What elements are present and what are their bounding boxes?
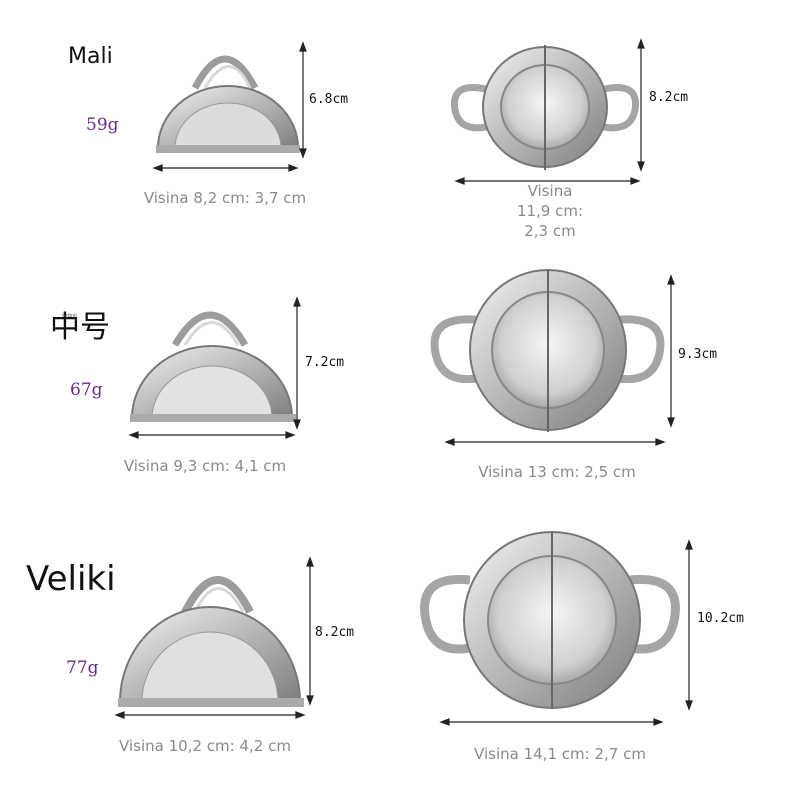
dimension-arrows xyxy=(114,38,693,726)
top-caption-small-line-3: 2,3 cm xyxy=(524,222,576,240)
top-caption-small-line-1: Visina xyxy=(527,182,573,200)
side-height-large: 8.2cm xyxy=(315,625,355,640)
side-mold-large xyxy=(118,576,304,707)
watermark: ozdnji xyxy=(62,313,77,319)
top-caption-small: Visina 11,9 cm: 2,3 cm xyxy=(510,181,590,241)
size-label-large: Veliki xyxy=(26,559,116,599)
top-height-medium: 9.3cm xyxy=(678,347,718,362)
weight-small: 59g xyxy=(86,115,119,135)
side-caption-small: Visina 8,2 cm: 3,7 cm xyxy=(143,189,307,207)
size-label-small: Mali xyxy=(68,44,113,69)
side-caption-medium: Visina 9,3 cm: 4,1 cm xyxy=(123,457,287,475)
top-height-small: 8.2cm xyxy=(649,90,689,105)
side-mold-small xyxy=(156,55,300,153)
top-mold-large xyxy=(420,531,680,709)
weight-medium: 67g xyxy=(70,380,103,400)
side-height-small: 6.8cm xyxy=(309,92,349,107)
top-caption-large: Visina 14,1 cm: 2,7 cm xyxy=(474,745,646,763)
weight-large: 77g xyxy=(66,658,99,678)
top-caption-small-line-2: 11,9 cm: xyxy=(516,202,584,220)
top-mold-medium xyxy=(430,269,665,432)
side-mold-medium xyxy=(130,311,296,422)
top-height-large: 10.2cm xyxy=(697,611,744,626)
top-mold-small xyxy=(450,45,640,170)
size-label-medium: 中号 xyxy=(50,310,110,345)
side-height-medium: 7.2cm xyxy=(305,355,345,370)
top-caption-medium: Visina 13 cm: 2,5 cm xyxy=(478,463,636,481)
side-caption-large: Visina 10,2 cm: 4,2 cm xyxy=(119,737,291,755)
